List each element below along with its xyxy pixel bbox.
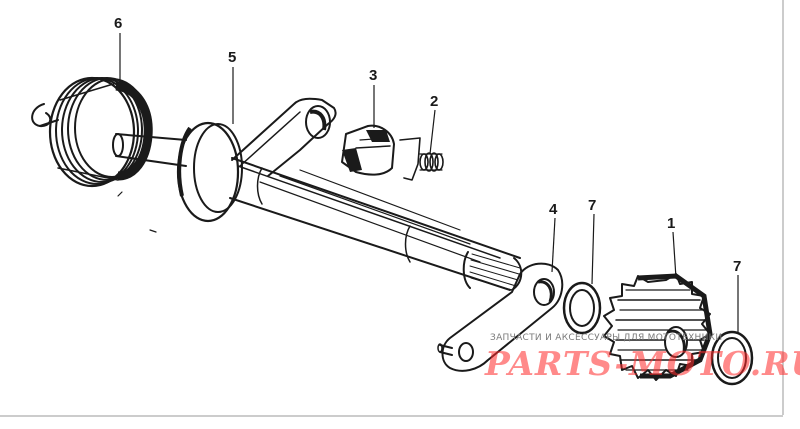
spindle-stopper-arm bbox=[231, 97, 337, 177]
watermark-caption: ЗАПЧАСТИ И АКСЕССУАРЫ ДЛЯ МОТОТЕХНИКИ bbox=[490, 333, 723, 343]
part-number-3: 3 bbox=[369, 67, 377, 84]
part-number-1: 1 bbox=[667, 215, 675, 232]
ratchet-spring bbox=[399, 137, 444, 181]
part-number-5: 5 bbox=[228, 49, 236, 66]
ratchet-guide-plate bbox=[437, 262, 564, 372]
leader-4 bbox=[551, 217, 556, 273]
kick-starter-spring bbox=[31, 76, 153, 188]
part-number-7b: 7 bbox=[733, 258, 741, 275]
ratchet bbox=[341, 124, 395, 176]
part-number-7a: 7 bbox=[588, 197, 596, 214]
leader-2 bbox=[429, 109, 436, 155]
leader-1 bbox=[672, 231, 677, 279]
washer-right bbox=[710, 330, 754, 386]
washer-left bbox=[562, 281, 602, 335]
part-number-4: 4 bbox=[549, 201, 558, 218]
watermark-brand: PARTS-MOTO.RU bbox=[485, 344, 800, 383]
part-number-2: 2 bbox=[430, 93, 438, 110]
part-number-6: 6 bbox=[114, 15, 122, 32]
kick-starter-spindle bbox=[112, 121, 523, 291]
leader-7a bbox=[591, 213, 595, 285]
